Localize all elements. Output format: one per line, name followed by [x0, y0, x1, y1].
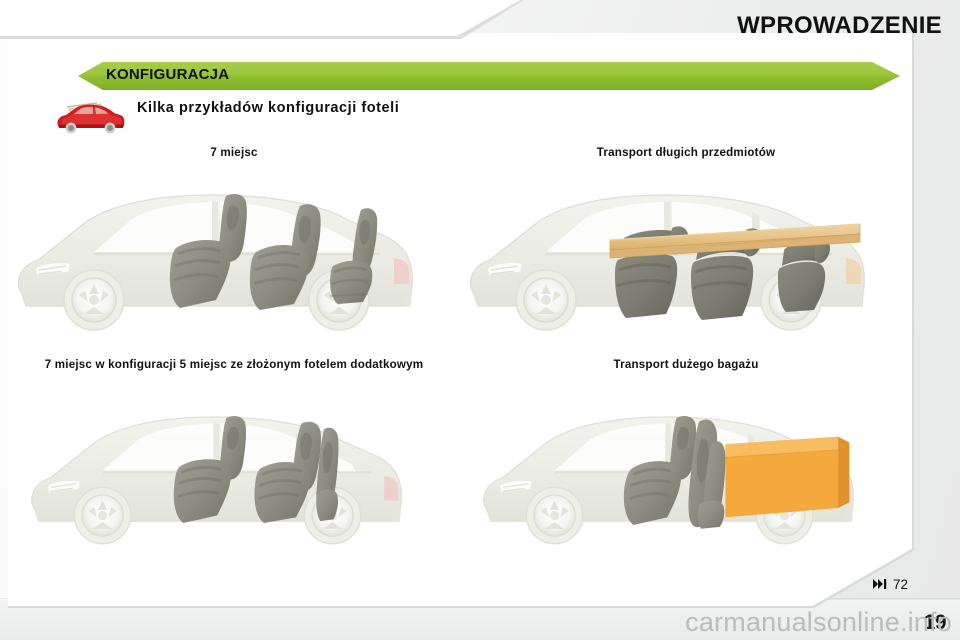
page-number: 19: [923, 611, 947, 634]
configuration-examples-grid: 7 miejsc: [8, 140, 912, 580]
panel-caption: Transport długich przedmiotów: [596, 146, 776, 159]
panel-long-objects: Transport długich przedmiotów: [460, 140, 912, 360]
konfiguracja-banner: KONFIGURACJA: [72, 57, 906, 95]
minivan-side-view-with-three-seat-rows: [8, 162, 460, 358]
header-strip: [0, 0, 520, 36]
watermark: carmanualsonline.info: [685, 607, 952, 637]
minivan-side-view-with-folded-third-row-seat: [8, 386, 460, 570]
red-car-with-roof-load-icon: [50, 96, 128, 138]
fast-forward-to-end-icon: [872, 578, 888, 591]
banner-shape: [78, 62, 900, 90]
minivan-side-view-carrying-long-wooden-planks: [460, 162, 912, 358]
cross-reference[interactable]: 72: [872, 577, 908, 592]
panel-caption: 7 miejsc w konfiguracji 5 miejsc ze złoż…: [44, 358, 424, 371]
panel-caption: Transport dużego bagażu: [613, 358, 759, 371]
banner-label: KONFIGURACJA: [106, 66, 230, 83]
panel-caption: 7 miejsc: [210, 146, 258, 159]
cross-reference-page: 72: [892, 577, 908, 592]
section-heading: Kilka przykładów konfiguracji foteli: [137, 100, 400, 116]
panel-seven-seats: 7 miejsc: [8, 140, 460, 360]
panel-five-seats-folded: 7 miejsc w konfiguracji 5 miejsc ze złoż…: [8, 352, 460, 572]
panel-large-luggage: Transport dużego bagażu: [460, 352, 912, 572]
page-title: WPROWADZENIE: [737, 12, 942, 39]
minivan-side-view-with-large-orange-cargo-box: [460, 386, 912, 570]
